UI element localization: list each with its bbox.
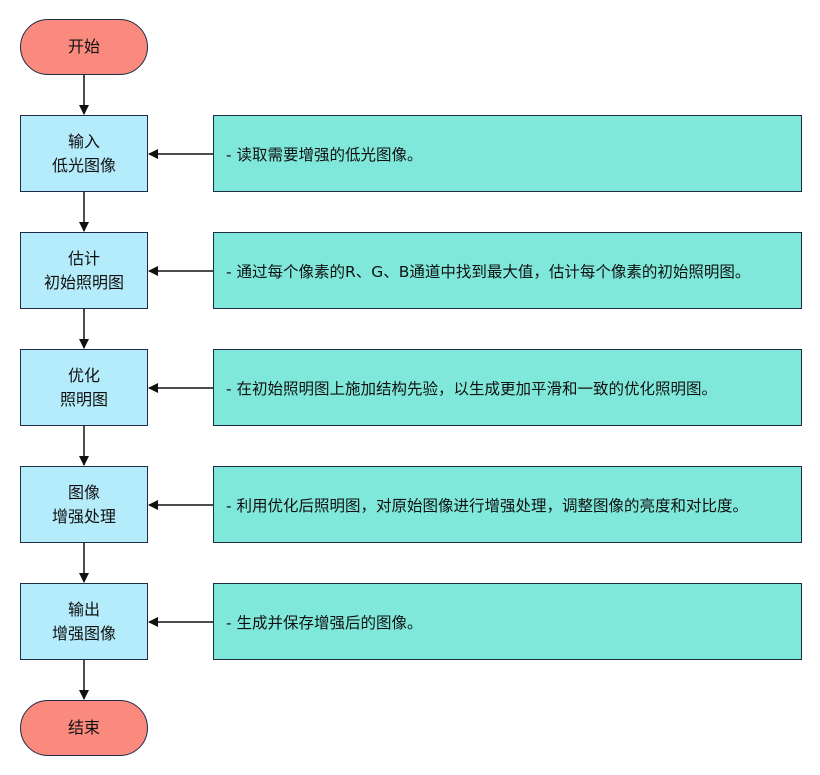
step-output-line1: 输出 xyxy=(67,599,100,619)
step-optimize-line1: 优化 xyxy=(67,365,100,385)
start-label: 开始 xyxy=(67,37,100,56)
note-estimate: - 通过每个像素的R、G、B通道中找到最大值，估计每个像素的初始照明图。 xyxy=(213,232,802,309)
step-input-line1: 输入 xyxy=(67,131,100,151)
note-optimize: - 在初始照明图上施加结构先验，以生成更加平滑和一致的优化照明图。 xyxy=(213,349,802,426)
step-output-line2: 增强图像 xyxy=(51,623,116,643)
note-input: - 读取需要增强的低光图像。 xyxy=(213,115,802,192)
note-optimize-text: - 在初始照明图上施加结构先验，以生成更加平滑和一致的优化照明图。 xyxy=(226,379,718,398)
step-estimate-line2: 初始照明图 xyxy=(43,272,124,292)
note-output: - 生成并保存增强后的图像。 xyxy=(213,583,802,660)
step-enhance-line2: 增强处理 xyxy=(51,506,116,526)
step-enhance: 图像 增强处理 xyxy=(20,466,148,543)
note-output-text: - 生成并保存增强后的图像。 xyxy=(226,613,423,632)
note-input-text: - 读取需要增强的低光图像。 xyxy=(226,145,423,164)
step-optimize: 优化 照明图 xyxy=(20,349,148,426)
note-enhance-text: - 利用优化后照明图，对原始图像进行增强处理，调整图像的亮度和对比度。 xyxy=(226,496,749,515)
step-input-line2: 低光图像 xyxy=(51,155,116,175)
note-estimate-text: - 通过每个像素的R、G、B通道中找到最大值，估计每个像素的初始照明图。 xyxy=(226,262,751,281)
step-output: 输出 增强图像 xyxy=(20,583,148,660)
start-node: 开始 xyxy=(20,19,148,75)
end-label: 结束 xyxy=(67,718,100,737)
step-input: 输入 低光图像 xyxy=(20,115,148,192)
step-optimize-line2: 照明图 xyxy=(59,389,108,409)
note-enhance: - 利用优化后照明图，对原始图像进行增强处理，调整图像的亮度和对比度。 xyxy=(213,466,802,543)
step-estimate-line1: 估计 xyxy=(67,248,100,268)
step-enhance-line1: 图像 xyxy=(67,482,100,502)
end-node: 结束 xyxy=(20,700,148,756)
step-estimate: 估计 初始照明图 xyxy=(20,232,148,309)
